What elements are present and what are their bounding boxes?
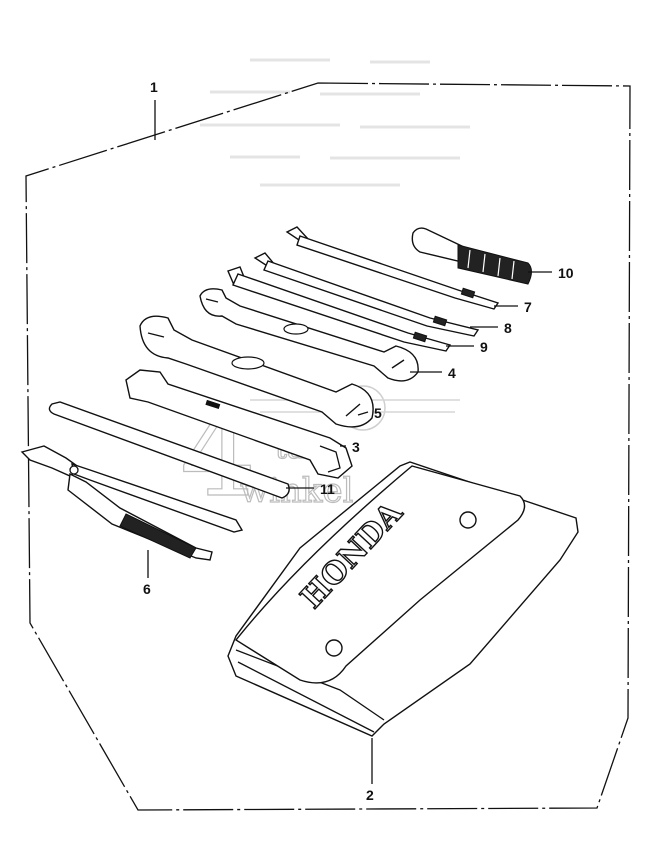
screwdriver-handle: [411, 227, 532, 285]
callout-5: 5: [374, 405, 382, 421]
callout-7: 7: [524, 299, 532, 315]
callout-6: 6: [143, 581, 151, 597]
pouch-snap-lower: [325, 639, 343, 657]
callout-10: 10: [558, 265, 574, 281]
callout-11: 11: [320, 481, 335, 497]
callout-1: 1: [150, 79, 158, 95]
callout-9: 9: [480, 339, 488, 355]
pliers: [20, 445, 244, 561]
tube-box-wrench: [125, 369, 353, 479]
callout-2: 2: [366, 787, 374, 803]
pouch-snap-upper: [459, 511, 477, 529]
callout-3: 3: [352, 439, 360, 455]
kit-boundary-outline: [25, 82, 631, 811]
callout-4: 4: [448, 365, 456, 381]
tommy-bar: [48, 401, 290, 499]
large-spanner: [139, 315, 374, 428]
scan-ghost-text: [200, 58, 470, 187]
callout-8: 8: [504, 320, 512, 336]
callout-labels: 1 2 3 4 5 6 7 8 9 10 11: [143, 79, 574, 803]
screwdriver-shafts: [227, 226, 500, 352]
leader-lines: [147, 100, 552, 784]
